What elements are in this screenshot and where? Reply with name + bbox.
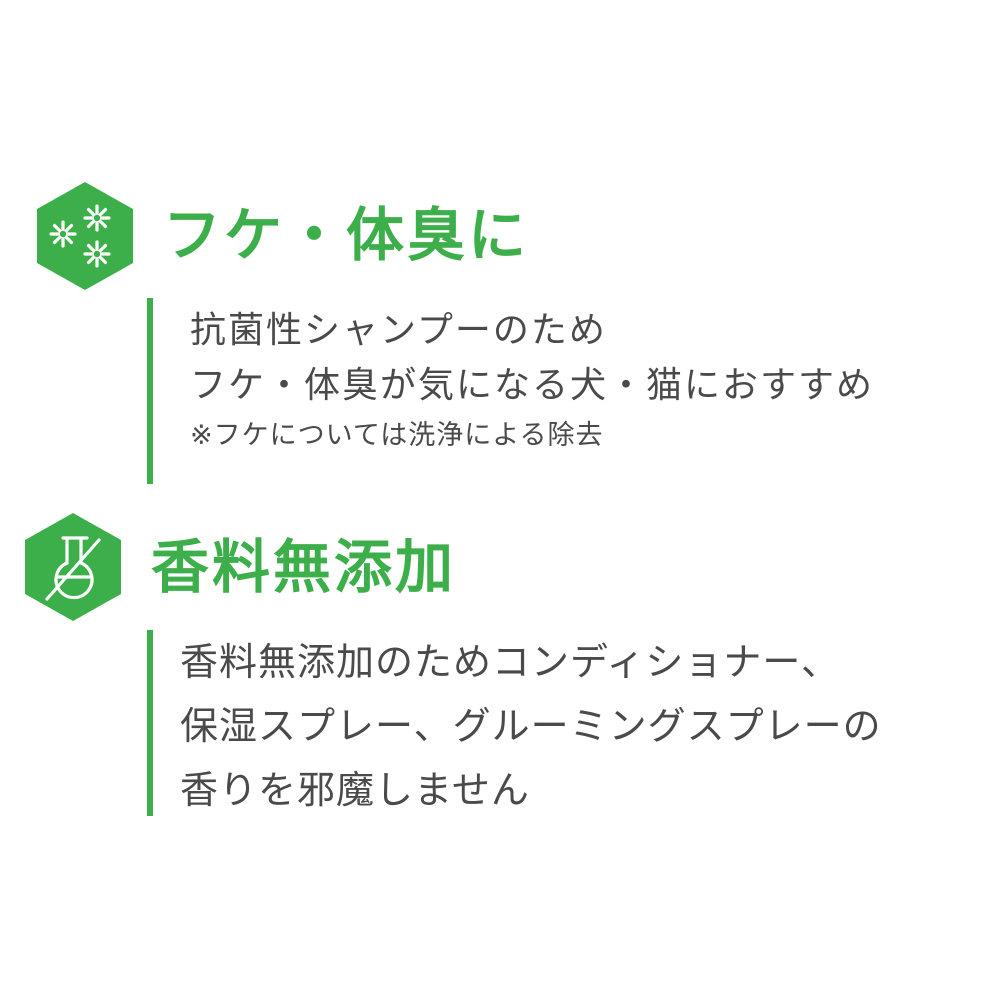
hexagon-badge-dandruff [37, 182, 133, 290]
body-line: 香料無添加のためコンディショナー、 [180, 640, 840, 684]
accent-bar-fragrance-free [147, 630, 153, 816]
section-heading-fragrance-free: 香料無添加 [151, 533, 457, 601]
accent-bar-dandruff [147, 298, 153, 484]
sparkle-cluster-icon [37, 182, 133, 290]
footnote: ※フケについては洗浄による除去 [190, 420, 604, 451]
section-heading-dandruff: フケ・体臭に [163, 201, 530, 269]
body-line: フケ・体臭が気になる犬・猫におすすめ [190, 365, 875, 406]
hexagon-badge-fragrance-free [25, 513, 121, 621]
body-line: 保湿スプレー、グルーミングスプレーの [180, 704, 882, 748]
section-body-fragrance-free: 香料無添加のためコンディショナー、 保湿スプレー、グルーミングスプレーの 香りを… [180, 630, 882, 822]
section-body-dandruff: 抗菌性シャンプーのため フケ・体臭が気になる犬・猫におすすめ ※フケについては洗… [190, 303, 874, 457]
body-line: 抗菌性シャンプーのため [190, 310, 607, 351]
no-fragrance-flask-icon [25, 513, 121, 621]
body-line: 香りを邪魔しません [180, 768, 530, 812]
